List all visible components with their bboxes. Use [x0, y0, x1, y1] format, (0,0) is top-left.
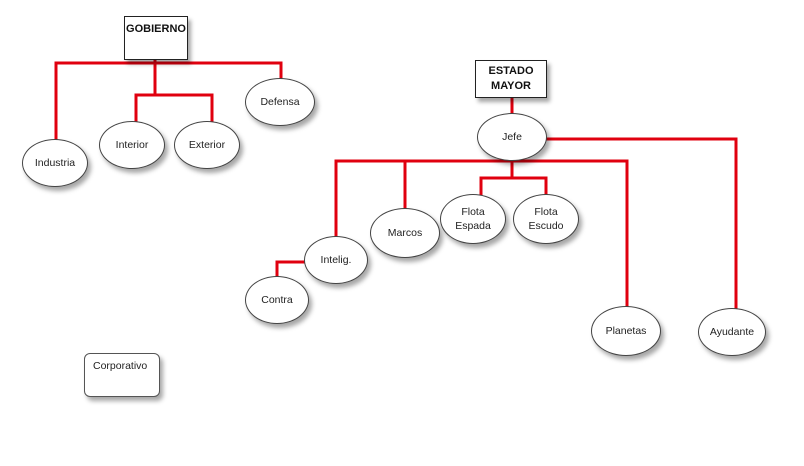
node-flota-espada[interactable]: Flota Espada [440, 194, 506, 244]
node-contra-label: Contra [261, 294, 293, 306]
node-defensa-label: Defensa [260, 96, 300, 108]
node-gobierno-label: GOBIERNO [126, 23, 186, 35]
node-contra[interactable]: Contra [245, 276, 309, 324]
node-intelig[interactable]: Intelig. [304, 236, 368, 284]
node-estado-mayor-line2: MAYOR [491, 80, 531, 92]
node-corporativo[interactable]: Corporativo [84, 353, 160, 397]
node-estado-mayor-line1: ESTADO [488, 65, 534, 77]
node-industria[interactable]: Industria [22, 139, 88, 187]
node-flota-escudo[interactable]: Flota Escudo [513, 194, 579, 244]
node-interior[interactable]: Interior [99, 121, 165, 169]
node-jefe[interactable]: Jefe [477, 113, 547, 161]
node-ayudante[interactable]: Ayudante [698, 308, 766, 356]
node-gobierno[interactable]: GOBIERNO [124, 16, 188, 60]
node-industria-label: Industria [34, 157, 76, 169]
node-marcos[interactable]: Marcos [370, 208, 440, 258]
connector-to-ayudante [539, 137, 738, 316]
node-flota-espada-label: Flota Espada [455, 206, 491, 232]
node-exterior-label: Exterior [188, 139, 226, 151]
node-marcos-label: Marcos [387, 227, 423, 239]
node-flota-escudo-label: Flota Escudo [528, 206, 564, 232]
node-exterior[interactable]: Exterior [174, 121, 240, 169]
node-corporativo-label: Corporativo [93, 360, 148, 372]
node-estado-mayor[interactable]: ESTADO MAYOR [475, 60, 547, 98]
node-ayudante-label: Ayudante [709, 326, 755, 338]
node-planetas[interactable]: Planetas [591, 306, 661, 356]
node-defensa[interactable]: Defensa [245, 78, 315, 126]
node-planetas-label: Planetas [605, 325, 647, 337]
node-interior-label: Interior [115, 139, 149, 151]
node-intelig-label: Intelig. [320, 254, 352, 266]
node-jefe-label: Jefe [502, 131, 522, 143]
